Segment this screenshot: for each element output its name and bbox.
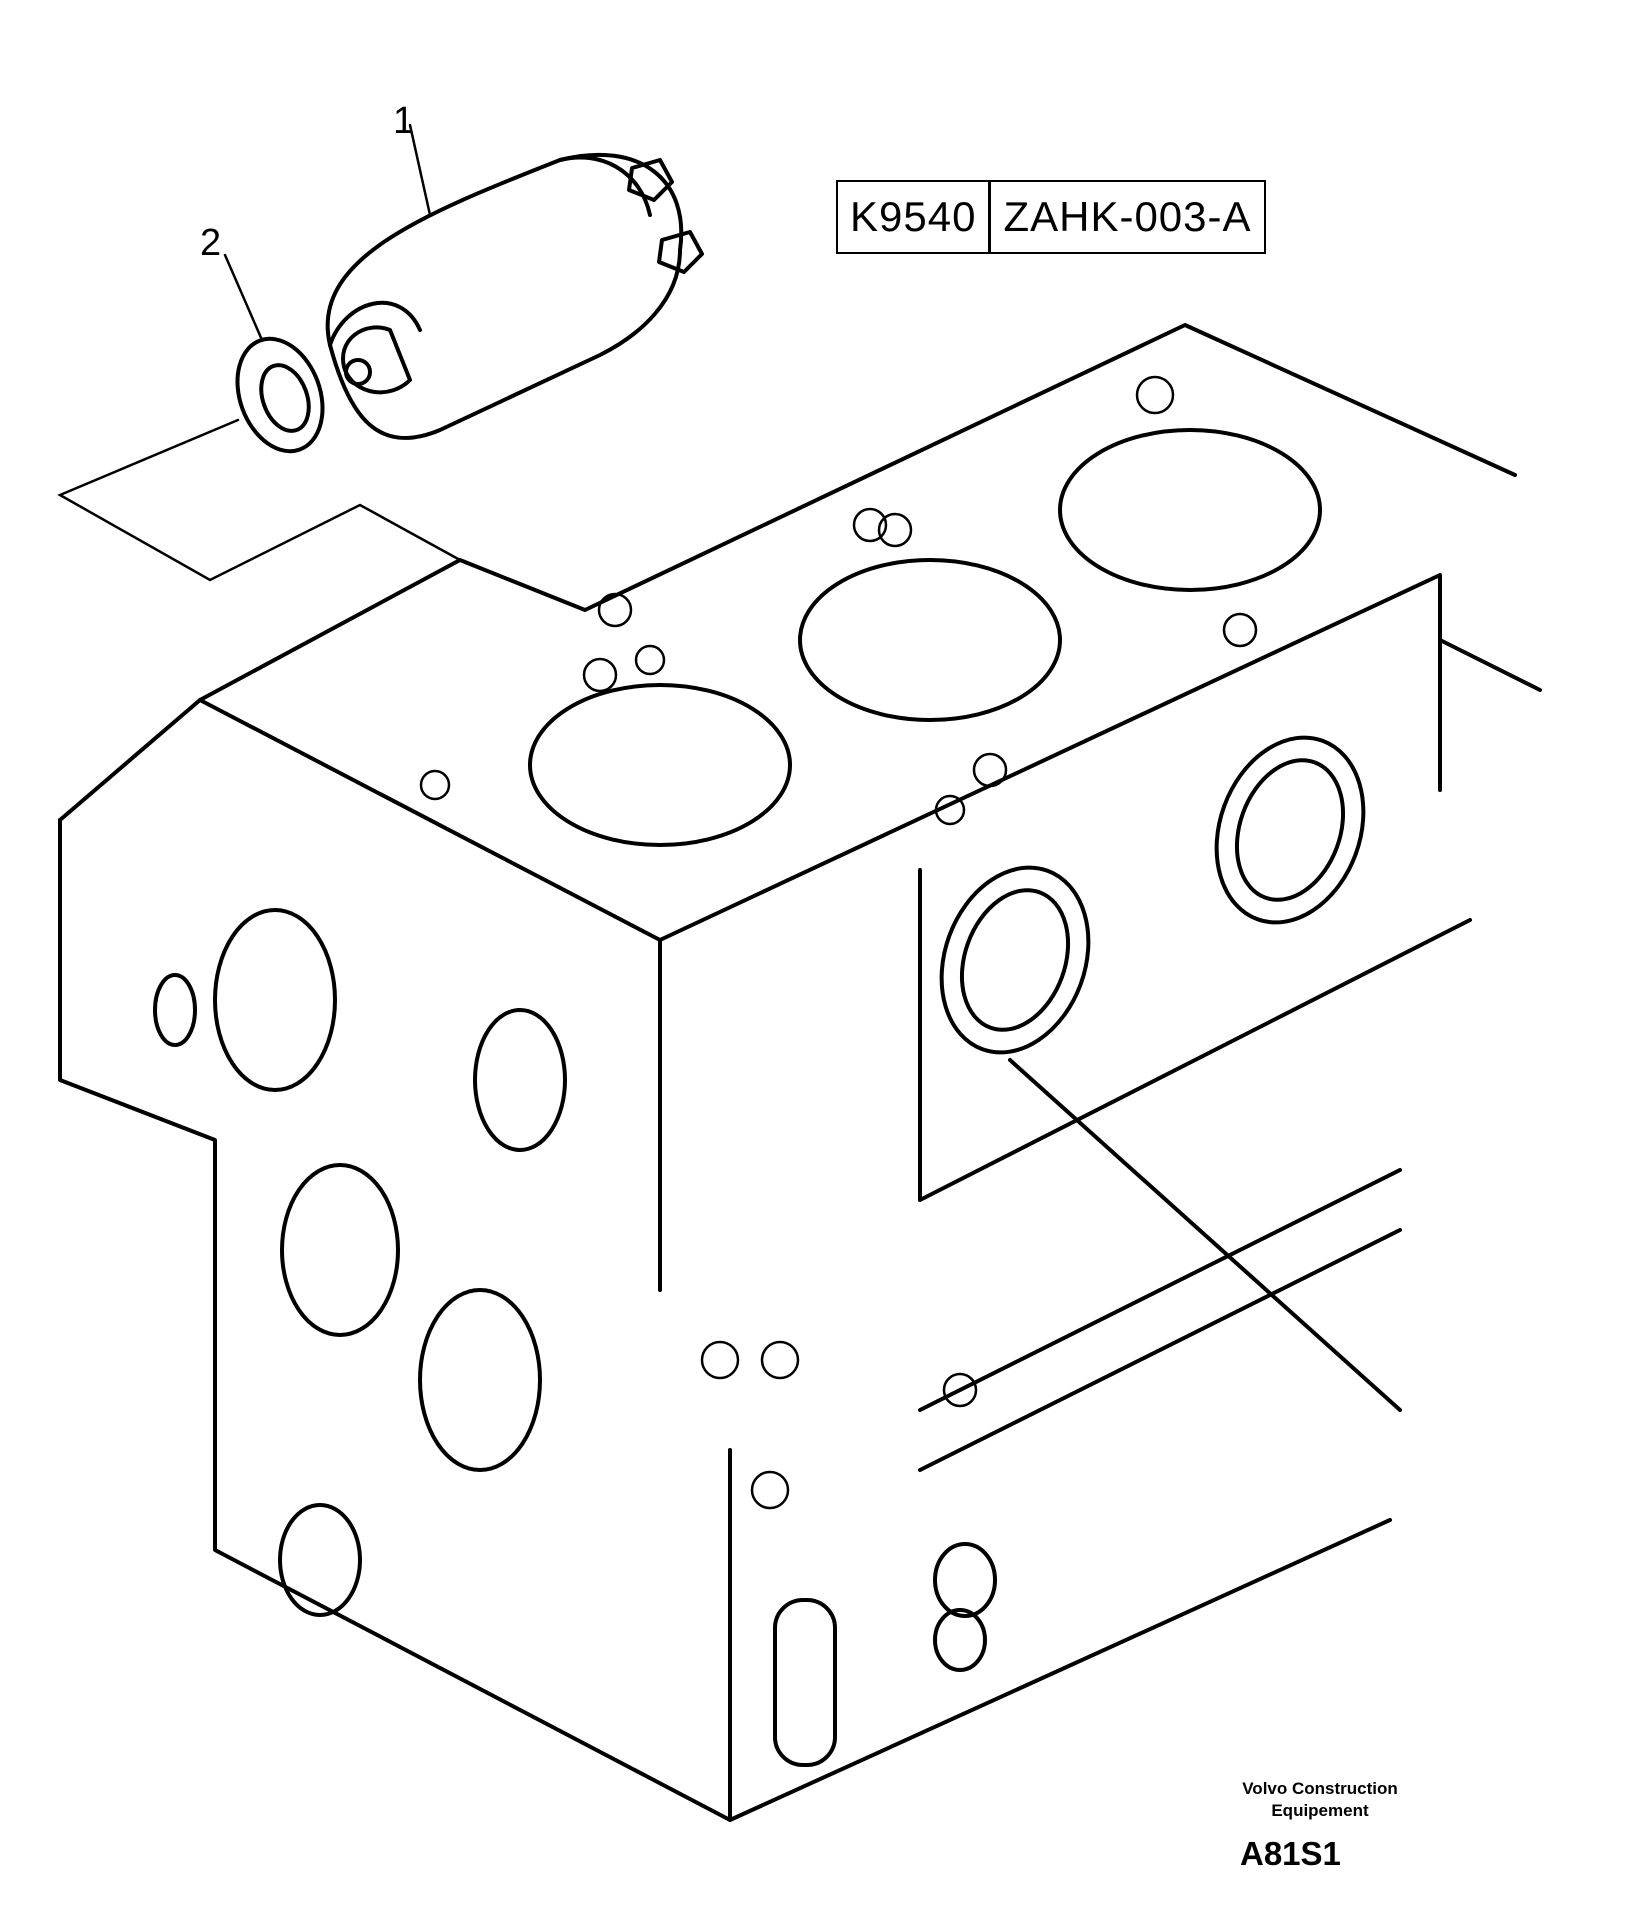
manufacturer-label: Volvo Construction Equipement	[1200, 1778, 1440, 1822]
figure-code: A81S1	[1240, 1835, 1341, 1872]
reference-code: ZAHK-003-A	[988, 182, 1263, 252]
reference-box: K9540 ZAHK-003-A	[836, 180, 1266, 254]
part-2-washer	[57, 253, 462, 582]
manufacturer-line-1: Volvo Construction	[1242, 1779, 1398, 1798]
part-1-sender-unit	[325, 123, 704, 440]
callout-1: 1	[393, 100, 415, 142]
engine-block	[58, 323, 1542, 1822]
callout-2: 2	[200, 222, 222, 264]
reference-number: K9540	[850, 193, 977, 240]
manufacturer-line-2: Equipement	[1271, 1801, 1369, 1820]
